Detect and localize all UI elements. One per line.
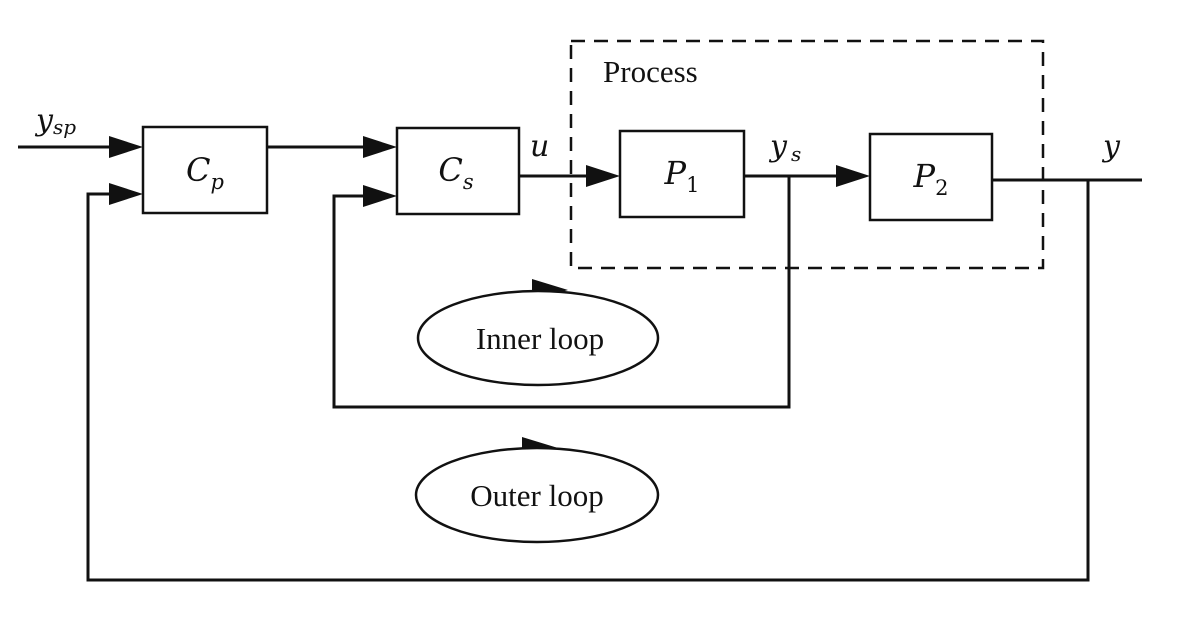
inner-loop-feedback-path (332, 176, 791, 409)
primary-controller-label: Cp (186, 151, 224, 194)
inner-feedback-arrowhead (363, 185, 397, 207)
process-p1-label: P1 (664, 154, 700, 197)
process-p2-label: P2 (913, 157, 949, 200)
cp-output-arrowhead (363, 136, 397, 158)
process-group-label: Process (603, 54, 698, 89)
primary-controller-block (141, 125, 269, 215)
setpoint-arrowhead (109, 136, 143, 158)
process-p1-block (618, 129, 746, 219)
process-group-boundary (569, 39, 1045, 270)
control-signal-arrowhead (586, 165, 620, 187)
control-signal-label: u (530, 129, 549, 164)
outer-loop-feedback-path (86, 180, 1090, 582)
output-signal-label: y (1101, 129, 1121, 164)
secondary-controller-label: Cs (438, 151, 473, 194)
outer-feedback-arrowhead (109, 183, 143, 205)
setpoint-signal-label: ysp (34, 103, 76, 139)
outer-loop-label: Outer loop (470, 478, 603, 513)
secondary-controller-block (395, 126, 521, 216)
outer-loop-oval (414, 446, 660, 544)
inner-loop-oval (416, 289, 660, 387)
ys-arrowhead (836, 165, 870, 187)
inner-loop-label: Inner loop (476, 321, 604, 356)
process-p2-block (868, 132, 994, 222)
